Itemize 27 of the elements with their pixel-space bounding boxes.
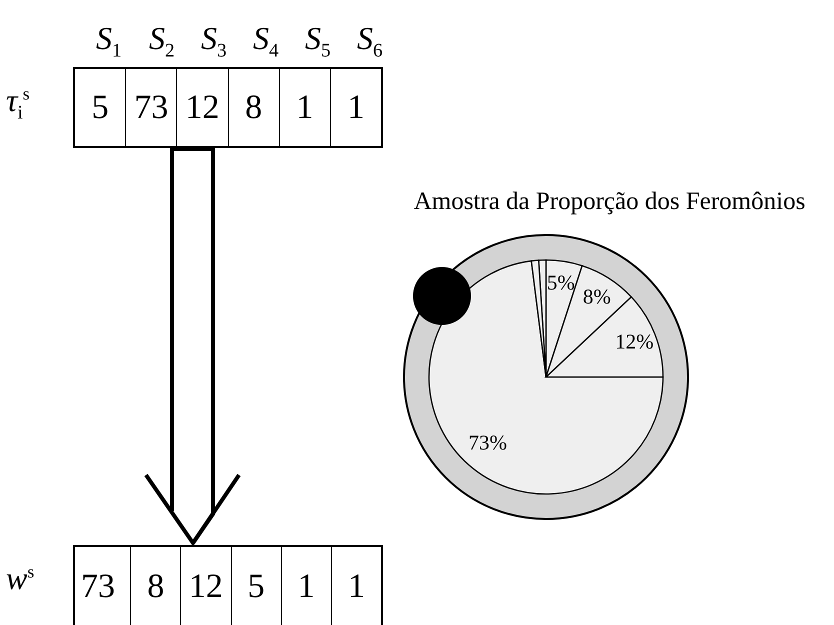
cell-value: 5	[248, 568, 265, 606]
table-row	[73, 67, 383, 148]
cell-value: 12	[185, 88, 220, 126]
column-header: S$_{3}$	[201, 20, 227, 62]
value-label: 12%	[615, 330, 654, 355]
cell-value: 5	[92, 88, 109, 126]
value-label: 8%	[582, 284, 611, 310]
chart-title: Amostra da Proporção dos Feromônios	[412, 188, 806, 216]
value-label: 73%	[468, 430, 508, 456]
cell-value: 1	[347, 88, 364, 126]
row-label: w$^{s}$	[6, 560, 34, 597]
cell-value: 12	[188, 568, 223, 606]
value-label: 5%	[546, 270, 575, 296]
cell-value: 73	[134, 88, 168, 126]
column-header: S$_{6}$	[357, 20, 383, 62]
cell-value: 73	[81, 568, 115, 606]
cell-value: 1	[348, 568, 365, 606]
column-header: S$_{4}$	[253, 20, 279, 62]
cell-value: 8	[245, 88, 262, 126]
column-header: S$_{5}$	[305, 20, 331, 62]
column-header: S$_{1}$	[96, 20, 122, 62]
cell-value: 1	[296, 88, 314, 126]
cell-value: 1	[298, 568, 315, 606]
column-header: S$_{2}$	[149, 20, 175, 62]
double-arrow	[144, 146, 241, 545]
cell-value: 8	[147, 568, 164, 606]
table-row	[73, 545, 383, 625]
